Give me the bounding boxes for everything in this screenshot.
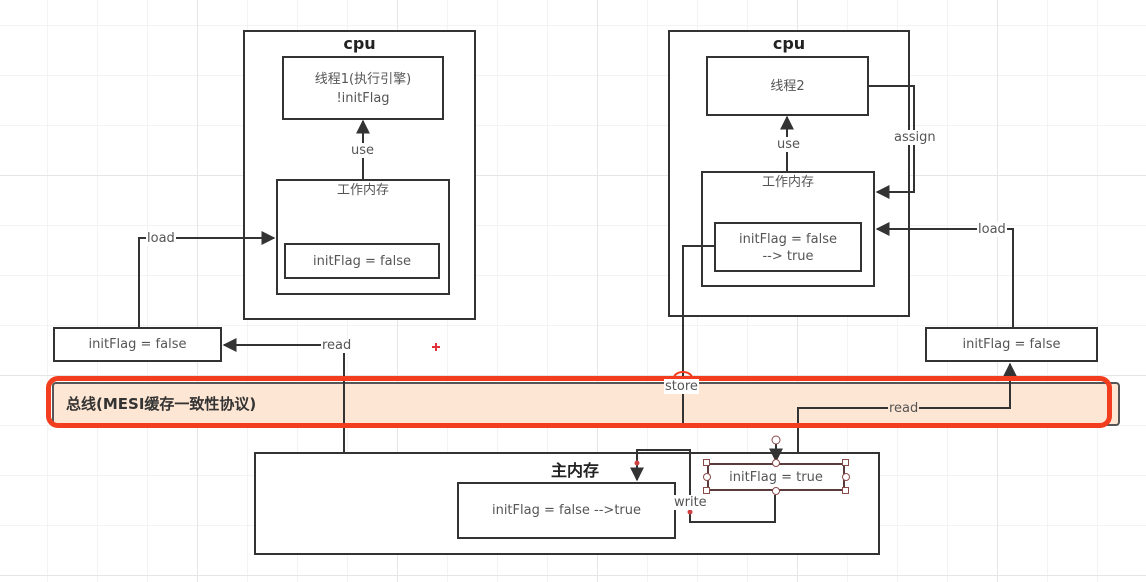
right-copy-box[interactable]	[925, 327, 1098, 362]
cpu-right-title: cpu	[772, 34, 806, 53]
working-memory-right-title: 工作内存	[761, 175, 814, 190]
resize-handle-br[interactable]	[842, 487, 849, 494]
store-endpoint-handle	[771, 435, 781, 445]
main-memory-selected-value: initFlag = true	[729, 470, 823, 485]
thread2-label: 线程2	[770, 79, 805, 94]
connect-handle-top[interactable]	[772, 459, 780, 467]
load-right-label: load	[977, 222, 1007, 237]
working-memory-left-value: initFlag = false	[313, 254, 411, 269]
working-memory-left-value-box[interactable]	[284, 243, 440, 279]
use-right-label: use	[776, 137, 802, 152]
thread1-label: 线程1(执行引擎)	[314, 72, 412, 87]
plus-cursor-icon	[432, 343, 440, 351]
left-copy-value: initFlag = false	[88, 337, 187, 352]
assign-label: assign	[893, 130, 937, 145]
right-copy-value: initFlag = false	[962, 337, 1061, 352]
write-endpoint-dot	[687, 509, 693, 515]
main-memory-value-box[interactable]	[457, 482, 676, 539]
working-memory-right-value-box[interactable]	[714, 222, 862, 272]
read-right-label: read	[888, 401, 920, 416]
main-memory-title: 主内存	[550, 461, 599, 480]
cpu-left-title: cpu	[343, 34, 376, 53]
resize-handle-tl[interactable]	[703, 459, 710, 466]
working-memory-right-value-2: --> true	[762, 249, 814, 264]
bus-highlight-outline	[46, 376, 1112, 428]
thread1-box[interactable]	[282, 56, 444, 120]
write-label: write	[673, 495, 708, 510]
load-left-arrow	[138, 231, 276, 327]
working-memory-left-title: 工作内存	[336, 183, 389, 198]
write-target-dot	[634, 460, 640, 466]
thread1-flag: !initFlag	[336, 91, 390, 106]
connect-handle-bottom[interactable]	[772, 487, 780, 495]
load-left-label: load	[146, 231, 176, 246]
write-arrow	[630, 449, 776, 523]
main-memory-value: initFlag = false -->true	[491, 503, 642, 518]
resize-handle-tr[interactable]	[842, 459, 849, 466]
bus-label: 总线(MESI缓存一致性协议)	[66, 395, 257, 413]
left-copy-box[interactable]	[53, 327, 222, 362]
thread2-box[interactable]	[706, 56, 869, 116]
bus-bar[interactable]	[52, 382, 1120, 426]
use-left-label: use	[350, 143, 376, 158]
store-label: store	[664, 379, 699, 394]
working-memory-right-value-1: initFlag = false	[739, 232, 837, 247]
resize-handle-bl[interactable]	[703, 487, 710, 494]
store-line	[682, 245, 714, 428]
connect-handle-right[interactable]	[842, 473, 850, 481]
connect-handle-left[interactable]	[703, 473, 711, 481]
load-right-arrow	[875, 222, 1014, 327]
read-left-label: read	[321, 338, 353, 353]
